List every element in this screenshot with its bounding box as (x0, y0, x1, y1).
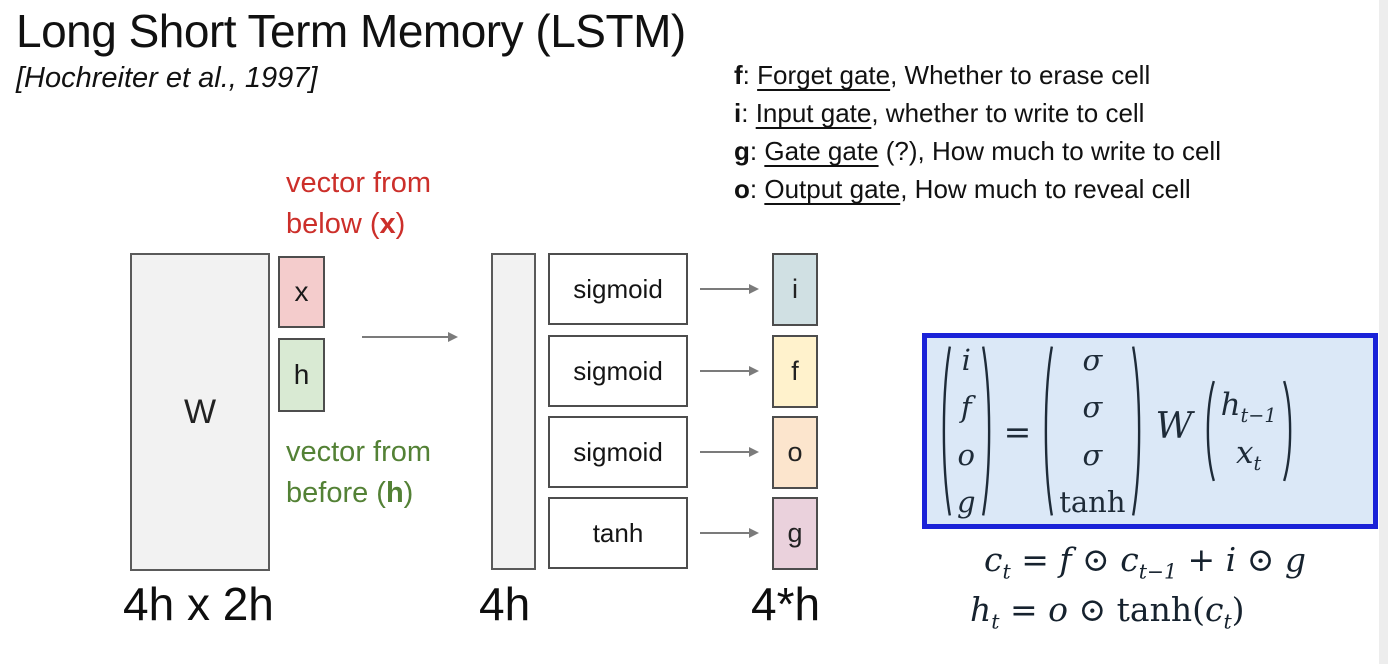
activation-box-sigmoid-1: sigmoid (548, 253, 688, 325)
matrix-equation-box: i f o g = σ σ σ tanh W ht−1 xt (922, 333, 1378, 529)
formula-hidden-state: ht = o ⊙ tanh(ct) (970, 590, 1245, 634)
left-paren-icon (939, 343, 952, 519)
input-x-label: x (294, 276, 309, 307)
gate-arrow-o (700, 447, 759, 457)
gates-legend: f: Forget gate, Whether to erase cell i:… (734, 56, 1221, 208)
eq-activation-vector: σ σ σ tanh (1041, 343, 1143, 519)
annotation-vector-below: vector from below (x) (286, 167, 432, 240)
activation-box-sigmoid-3: sigmoid (548, 416, 688, 488)
annotation-vector-before: vector from before (h) (286, 436, 432, 509)
gate-box-i: i (772, 253, 818, 326)
activation-box-tanh: tanh (548, 497, 688, 569)
right-paren-icon (981, 343, 994, 519)
weight-matrix-label: W (183, 392, 217, 431)
weight-matrix-box: W (130, 253, 270, 571)
activation-box-sigmoid-2: sigmoid (548, 335, 688, 407)
label-output-size: 4*h (751, 578, 821, 630)
equals-sign: = (1003, 411, 1032, 451)
legend-line-o: o: Output gate, How much to reveal cell (734, 174, 1191, 204)
citation: [Hochreiter et al., 1997] (16, 62, 318, 94)
left-paren-icon (1041, 343, 1054, 519)
gate-box-o: o (772, 416, 818, 489)
concat-arrow (362, 332, 458, 342)
page-title: Long Short Term Memory (LSTM) (16, 5, 686, 57)
left-paren-icon (1203, 379, 1216, 483)
gate-box-g: g (772, 497, 818, 570)
eq-weight: W (1155, 405, 1193, 447)
preactivation-bar (491, 253, 536, 570)
legend-line-i: i: Input gate, whether to write to cell (734, 98, 1145, 128)
gate-arrow-i (700, 284, 759, 294)
legend-line-f: f: Forget gate, Whether to erase cell (734, 60, 1151, 90)
label-preactivation-size: 4h (479, 578, 531, 630)
right-paren-icon (1131, 343, 1144, 519)
slide-right-edge (1379, 0, 1388, 664)
input-h-label: h (293, 359, 310, 390)
right-paren-icon (1282, 379, 1295, 483)
eq-input-vector: ht−1 xt (1203, 379, 1295, 483)
legend-line-g: g: Gate gate (?), How much to write to c… (734, 136, 1221, 166)
input-x-box: x (278, 256, 325, 328)
gate-arrow-g (700, 528, 759, 538)
label-weight-dims: 4h x 2h (123, 578, 274, 630)
gate-box-f: f (772, 335, 818, 408)
gate-arrow-f (700, 366, 759, 376)
eq-lhs-vector: i f o g (939, 343, 994, 519)
formula-cell-state: ct = f ⊙ ct−1 + i ⊙ g (984, 540, 1306, 584)
input-h-box: h (278, 338, 325, 412)
